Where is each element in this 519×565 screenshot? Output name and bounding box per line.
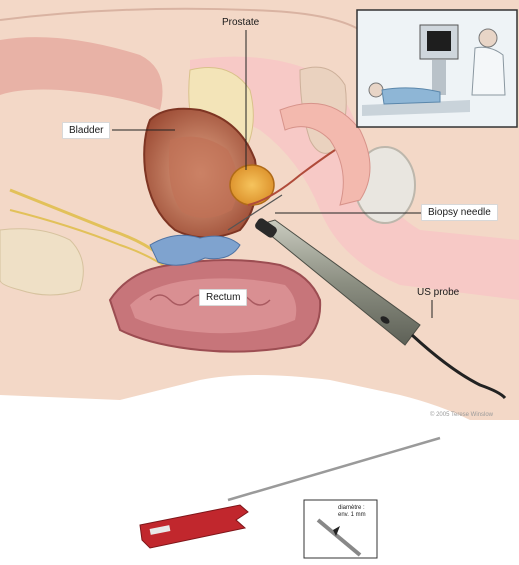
bladder-label: Bladder	[62, 122, 110, 139]
ultrasound-exam-scene-icon	[357, 10, 517, 127]
copyright-credit: © 2005 Terese Winslow	[430, 412, 493, 418]
prostate-label: Prostate	[222, 17, 259, 28]
prostate	[230, 165, 274, 205]
needle-diameter-note-1: diamètre :	[338, 505, 365, 512]
us-probe-label: US probe	[417, 287, 459, 298]
biopsy-needle-label: Biopsy needle	[421, 204, 498, 221]
needle-diameter-note-2: env. 1 mm	[338, 512, 366, 519]
rectum-label: Rectum	[199, 289, 247, 306]
biopsy-gun-icon	[140, 438, 440, 548]
